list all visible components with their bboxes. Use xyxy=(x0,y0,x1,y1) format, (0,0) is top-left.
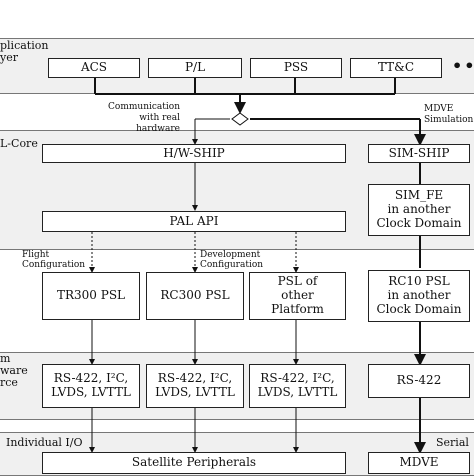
app-box-acs: ACS xyxy=(48,58,140,78)
rc300-psl-box: RC300 PSL xyxy=(146,272,244,320)
rs422-box: RS-422 xyxy=(368,364,470,398)
app-box-pss: PSS xyxy=(250,58,342,78)
note-flight-config: Flight Configuration xyxy=(22,250,86,270)
note-mdve-sim: MDVE Simulation xyxy=(424,104,474,125)
application-layer-label: plication yer xyxy=(0,39,49,64)
app-box-ttc: TT&C xyxy=(350,58,442,78)
individual-io-label: Individual I/O xyxy=(6,436,83,449)
io-box-2: RS-422, I²C, LVDS, LVTTL xyxy=(146,364,244,408)
sim-fe-box: SIM_FE in another Clock Domain xyxy=(368,184,470,236)
serial-label: Serial xyxy=(436,436,469,449)
hw-ship-box: H/W-SHIP xyxy=(42,144,346,163)
mdve-box: MDVE xyxy=(368,452,470,474)
tr300-psl-box: TR300 PSL xyxy=(42,272,140,320)
platform-layer-label: m ware rce xyxy=(0,352,28,389)
rc10-psl-box: RC10 PSL in another Clock Domain xyxy=(368,270,470,322)
note-dev-config: Development Configuration xyxy=(200,250,264,270)
more-ellipsis: ••• xyxy=(452,56,474,75)
io-box-3: RS-422, I²C, LVDS, LVTTL xyxy=(249,364,346,408)
note-comm-real-hw: Communication with real hardware xyxy=(108,102,180,134)
other-psl-box: PSL of other Platform xyxy=(249,272,346,320)
core-layer-label: L-Core xyxy=(0,137,38,150)
io-box-1: RS-422, I²C, LVDS, LVTTL xyxy=(42,364,140,408)
app-box-pl: P/L xyxy=(148,58,242,78)
pal-api-box: PAL API xyxy=(42,211,346,232)
satellite-peripherals-box: Satellite Peripherals xyxy=(42,452,346,474)
sim-ship-box: SIM-SHIP xyxy=(368,144,470,163)
